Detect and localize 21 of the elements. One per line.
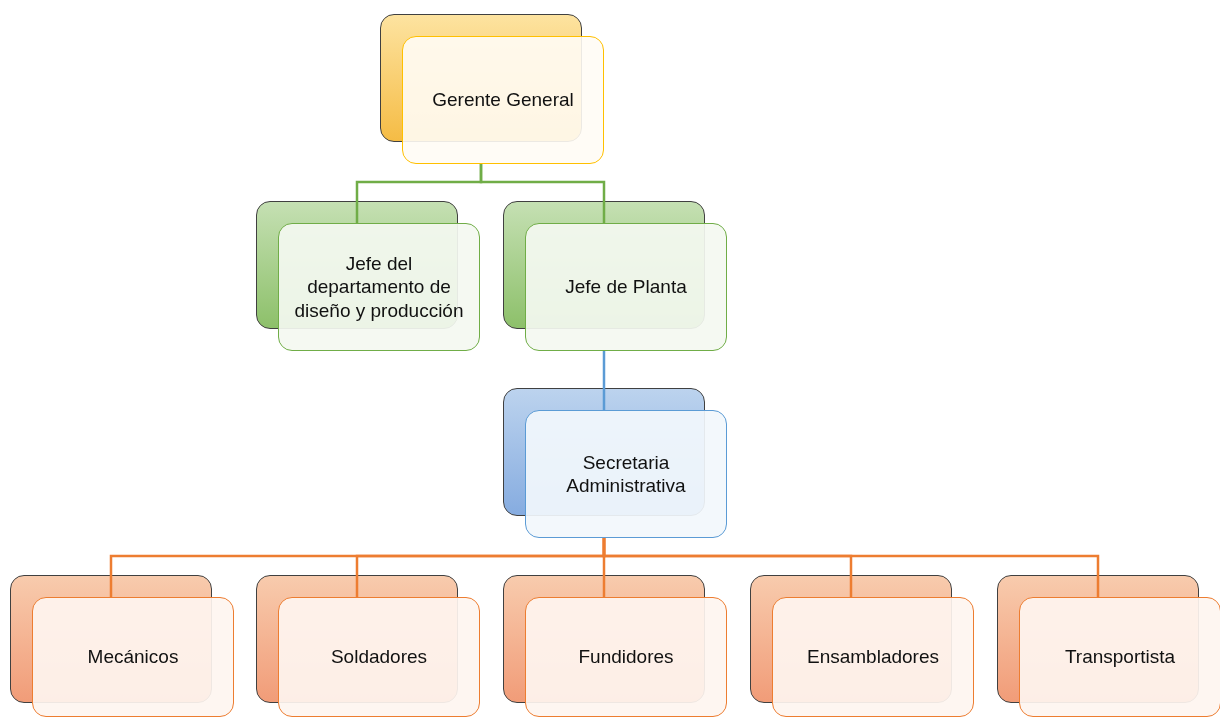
role-label: Gerente General (432, 88, 574, 112)
connector-line (479, 164, 606, 223)
role-label: Fundidores (578, 645, 674, 669)
role-label: Soldadores (330, 645, 428, 669)
role-label: Mecánicos (87, 645, 179, 669)
role-label: Secretaria Administrativa (565, 450, 687, 498)
role-label: Jefe de Planta (565, 275, 687, 299)
role-label: Transportista (1064, 645, 1176, 669)
org-box (525, 410, 727, 538)
org-box (278, 597, 480, 717)
org-box (525, 597, 727, 717)
org-box (402, 36, 604, 164)
org-box (772, 597, 974, 717)
org-box (32, 597, 234, 717)
role-label: Jefe del departamento de diseño y producción (293, 252, 465, 322)
connector-line (602, 538, 1100, 597)
org-box (1019, 597, 1220, 717)
role-label: Ensambladores (807, 645, 939, 669)
org-box (525, 223, 727, 351)
org-box (278, 223, 480, 351)
connector-line (602, 351, 606, 410)
